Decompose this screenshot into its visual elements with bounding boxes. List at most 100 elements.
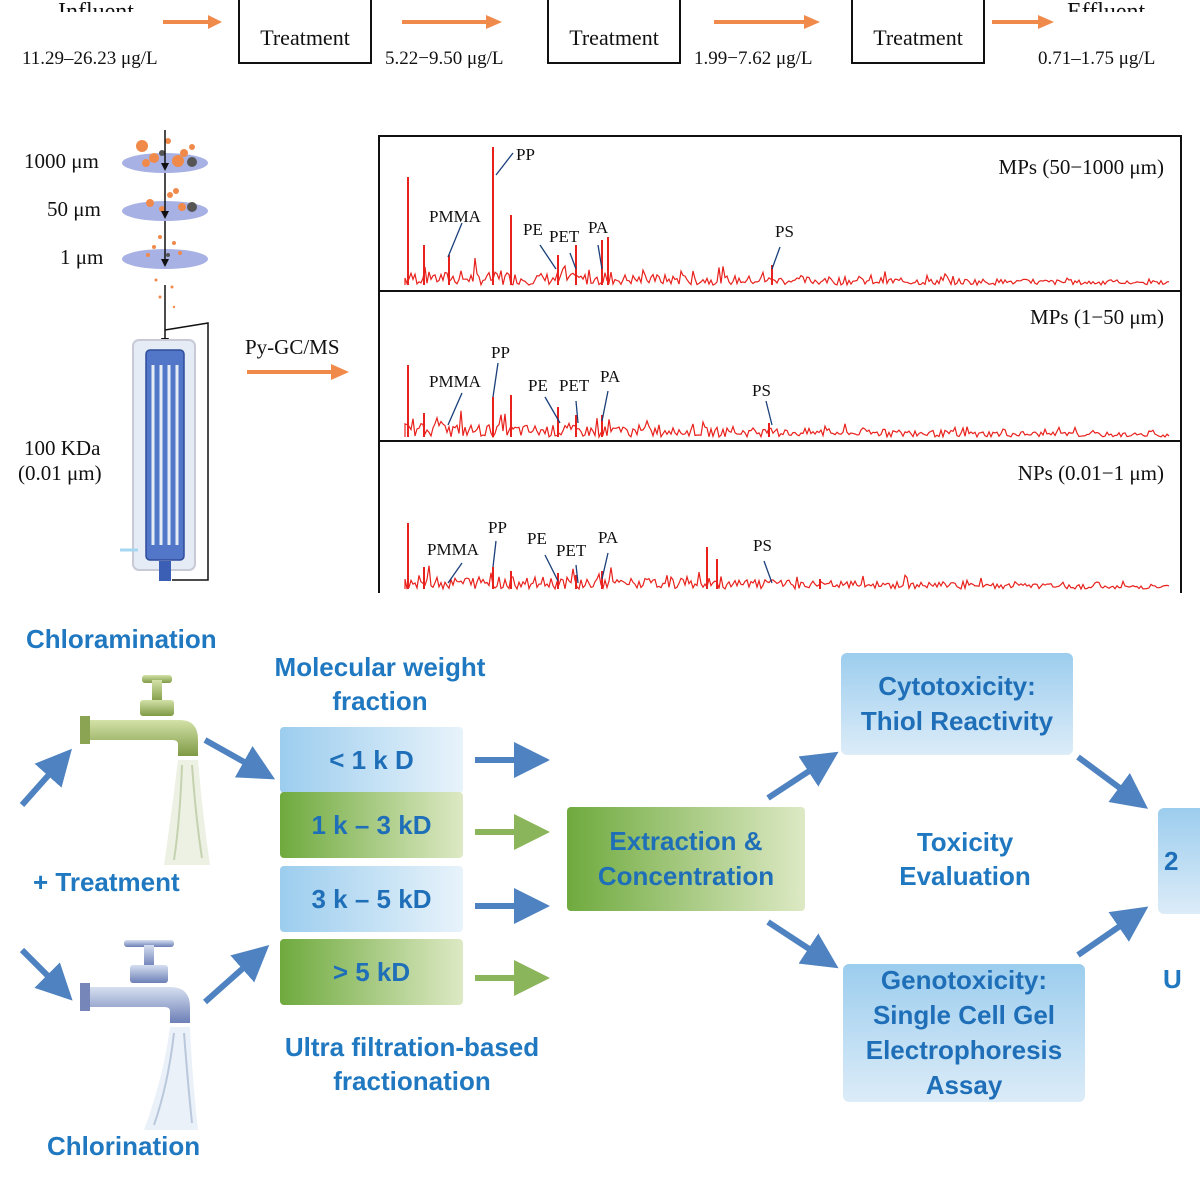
peak-pointer — [601, 390, 609, 422]
panel-label: NPs (0.01−1 μm) — [1017, 461, 1164, 485]
peak-label-pe: PE — [527, 529, 547, 548]
effluent-label: Effluent — [1067, 0, 1145, 12]
extraction-line: Concentration — [597, 861, 775, 891]
peak-label-pa: PA — [598, 528, 619, 547]
peak-pointer — [447, 562, 463, 584]
treatment-label: Treatment — [569, 25, 659, 50]
fraction-lt-1kd: < 1 k D — [280, 727, 463, 793]
chromatogram-baseline — [404, 410, 1170, 440]
chromatogram-panel-3: NPs (0.01−1 μm) — [378, 441, 1182, 593]
peak-pointer — [447, 222, 463, 258]
peak-label-pet: PET — [556, 541, 587, 560]
treatment-box-3: Treatment — [851, 0, 985, 64]
peak-pointer — [601, 552, 609, 580]
fraction-gt-5kd: > 5 kD — [280, 939, 463, 1005]
peak-label-pp: PP — [516, 145, 535, 164]
mw-fraction-title: Molecular weight fraction — [255, 650, 505, 718]
peak-pointer — [544, 396, 561, 424]
treatment-box-2: Treatment — [547, 0, 681, 64]
mw-title-line: Molecular weight — [274, 652, 486, 682]
peak-label-ps: PS — [752, 381, 771, 400]
uf-title-line: fractionation — [333, 1066, 491, 1096]
peak-pointer — [765, 400, 773, 426]
peak-label-pmma: PMMA — [427, 540, 479, 559]
tox-eval-line: Toxicity — [916, 827, 1014, 857]
peak-label-pp: PP — [488, 518, 507, 537]
geno-line: Electrophoresis — [865, 1035, 1063, 1065]
sieve-label-1: 1 μm — [60, 245, 104, 269]
peak-label-ps: PS — [775, 222, 794, 241]
peak-pointer — [575, 400, 579, 424]
geno-line: Assay — [925, 1070, 1003, 1100]
cropped-box-text: 2 — [1164, 845, 1179, 876]
tox-eval-line: Evaluation — [899, 861, 1031, 891]
membrane-label-size: (0.01 μm) — [18, 461, 102, 485]
peak-label-pa: PA — [588, 218, 609, 237]
peak-label-pe: PE — [523, 220, 543, 239]
chloramination-label: Chloramination — [26, 624, 217, 654]
peak-label-ps: PS — [753, 536, 772, 555]
chromatogram-baseline — [404, 565, 1170, 591]
chromatogram-baseline — [404, 258, 1170, 287]
panel-label: MPs (1−50 μm) — [1030, 305, 1164, 329]
peak-pointer — [492, 540, 497, 568]
top-flow-arrows — [163, 15, 1054, 29]
faucet-icon — [80, 940, 198, 1130]
method-label: Py-GC/MS — [245, 335, 340, 359]
cropped-letter: U — [1163, 964, 1182, 994]
treatment-box-1: Treatment — [238, 0, 372, 64]
peak-pointer — [575, 564, 579, 584]
concentration-stage-2: 1.99−7.62 μg/L — [694, 48, 813, 69]
fraction-3-5kd: 3 k – 5 kD — [280, 866, 463, 932]
toxicity-evaluation-label: Toxicity Evaluation — [875, 825, 1055, 893]
treatment-label: Treatment — [260, 25, 350, 50]
fraction-1-3kd: 1 k – 3 kD — [280, 792, 463, 858]
peak-pointer — [569, 252, 577, 270]
plus-treatment-label: + Treatment — [33, 867, 180, 897]
peak-pointer — [492, 362, 499, 398]
influent-label: Influent — [58, 0, 134, 12]
method-arrow — [247, 364, 349, 380]
sieve-label-1000: 1000 μm — [24, 149, 99, 173]
cropped-box: 2 — [1158, 808, 1200, 914]
treatment-label: Treatment — [873, 25, 963, 50]
chromatogram-traces — [404, 147, 1170, 591]
geno-line: Single Cell Gel — [872, 1000, 1056, 1030]
peak-label-pa: PA — [600, 367, 621, 386]
concentration-effluent: 0.71–1.75 μg/L — [1038, 48, 1156, 69]
chromatogram-panel-2: MPs (1−50 μm) — [378, 289, 1182, 442]
concentration-influent: 11.29–26.23 μg/L — [22, 48, 158, 69]
panel-label: MPs (50−1000 μm) — [998, 155, 1164, 179]
chlorination-label: Chlorination — [47, 1131, 201, 1161]
uf-fractionation-title: Ultra filtration-based fractionation — [262, 1030, 562, 1098]
concentration-stage-1: 5.22−9.50 μg/L — [385, 48, 504, 69]
peak-label-pet: PET — [549, 227, 580, 246]
membrane-label-kda: 100 KDa — [24, 436, 101, 460]
peak-pointer — [763, 560, 773, 584]
extraction-concentration-box: Extraction & Concentration — [567, 807, 805, 911]
peak-pointer — [597, 244, 603, 270]
sieve-stack — [120, 130, 209, 581]
uf-title-line: Ultra filtration-based — [284, 1032, 540, 1062]
faucet-icon — [80, 675, 210, 865]
peak-pointer — [447, 392, 463, 426]
peak-label-pmma: PMMA — [429, 372, 481, 391]
peak-pointer — [539, 244, 557, 270]
peak-pointer — [544, 554, 559, 582]
mw-title-line: fraction — [332, 686, 428, 716]
peak-label-pp: PP — [491, 343, 510, 362]
peak-label-pmma: PMMA — [429, 207, 481, 226]
peak-pointer — [495, 152, 514, 176]
workflow-arrows — [19, 737, 1149, 1005]
peak-label-pe: PE — [528, 376, 548, 395]
cyto-line: Thiol Reactivity — [860, 706, 1054, 736]
cytotoxicity-box: Cytotoxicity: Thiol Reactivity — [841, 653, 1073, 755]
peak-label-pet: PET — [559, 376, 590, 395]
cyto-line: Cytotoxicity: — [878, 671, 1036, 701]
extraction-line: Extraction & — [609, 826, 763, 856]
sieve-label-50: 50 μm — [47, 197, 101, 221]
peak-pointer — [771, 246, 781, 270]
geno-line: Genotoxicity: — [880, 965, 1048, 995]
genotoxicity-box: Genotoxicity: Single Cell Gel Electropho… — [843, 964, 1085, 1102]
chromatogram-panel-1: MPs (50−1000 μm) — [378, 135, 1182, 292]
